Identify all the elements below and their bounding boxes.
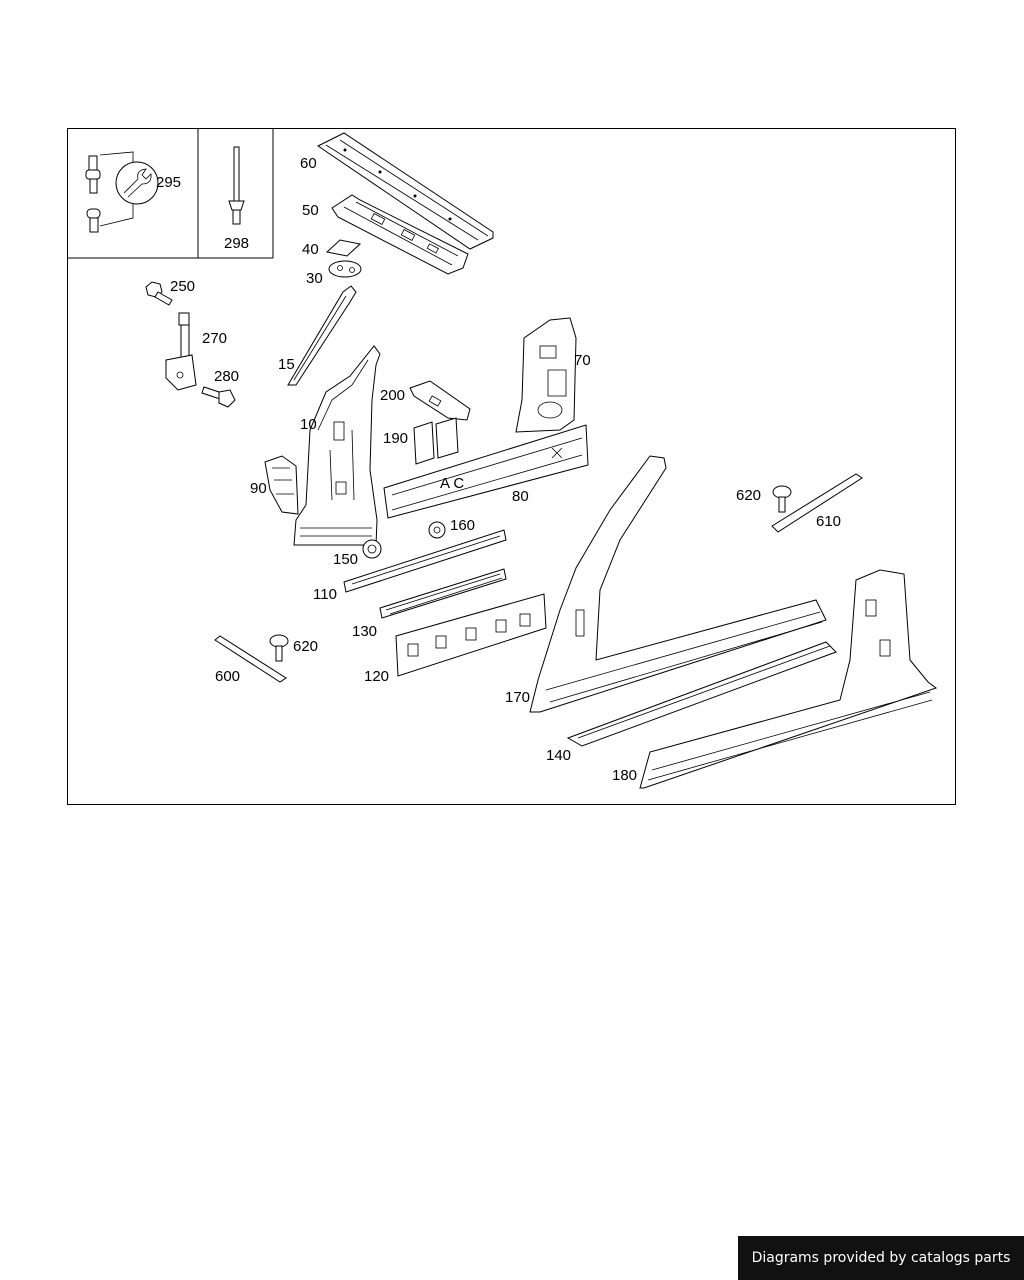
hinge-part	[165, 312, 197, 391]
callout-180: 180	[612, 767, 637, 784]
reinforcement-130-part	[379, 568, 507, 619]
long-bolt-icon	[228, 146, 245, 225]
strip-600-part	[214, 635, 287, 683]
panel-marking: A C	[440, 475, 464, 492]
callout-270: 270	[202, 330, 227, 347]
callout-90: 90	[250, 480, 267, 497]
rocker-inner-panel-part	[383, 424, 589, 519]
grommet-part	[428, 521, 446, 539]
a-pillar-trim-part	[287, 285, 357, 386]
callout-70: 70	[574, 352, 591, 369]
callout-10: 10	[300, 416, 317, 433]
pad-part	[325, 239, 362, 257]
screw-620-right-icon	[772, 485, 792, 513]
roof-frame-part	[317, 132, 494, 250]
plug-part	[362, 539, 382, 559]
callout-150: 150	[333, 551, 358, 568]
inner-sill-part	[395, 593, 547, 677]
outer-side-frame-part	[529, 455, 827, 713]
sill-cover-part	[566, 641, 837, 747]
callout-40: 40	[302, 241, 319, 258]
callout-610: 610	[816, 513, 841, 530]
callout-30: 30	[306, 270, 323, 287]
strip-610-part	[771, 473, 863, 533]
callout-200: 200	[380, 387, 405, 404]
callout-15: 15	[278, 356, 295, 373]
small-panel-part	[413, 417, 459, 465]
callout-280: 280	[214, 368, 239, 385]
callout-298: 298	[224, 235, 249, 252]
callout-620-right: 620	[736, 487, 761, 504]
callout-140: 140	[546, 747, 571, 764]
wrench-symbol-icon	[85, 151, 159, 233]
screw-620-left-icon	[269, 634, 289, 662]
roof-bow-part	[331, 194, 469, 275]
inner-a-pillar-part	[293, 345, 381, 546]
callout-50: 50	[302, 202, 319, 219]
reinforcement-110-part	[343, 529, 507, 593]
outer-rocker-part	[639, 569, 938, 789]
callout-170: 170	[505, 689, 530, 706]
callout-190: 190	[383, 430, 408, 447]
bolt-280-icon	[201, 386, 236, 408]
callout-295: 295	[156, 174, 181, 191]
callout-620-left: 620	[293, 638, 318, 655]
callout-120: 120	[364, 668, 389, 685]
footer-text: Diagrams provided by catalogs parts	[751, 1250, 1011, 1266]
footer-banner: Diagrams provided by catalogs parts	[738, 1236, 1024, 1280]
parts-diagram-frame	[67, 128, 956, 805]
callout-80: 80	[512, 488, 529, 505]
inset-boxes	[67, 129, 274, 259]
callout-110: 110	[313, 586, 337, 603]
wheel-arch-part	[264, 455, 299, 515]
bolt-250-icon	[145, 281, 173, 306]
b-pillar-inner-part	[515, 317, 577, 433]
callout-600: 600	[215, 668, 240, 685]
mount-part	[409, 380, 471, 421]
callout-130: 130	[352, 623, 377, 640]
callout-250: 250	[170, 278, 195, 295]
callout-60: 60	[300, 155, 317, 172]
bracket-part	[328, 260, 362, 278]
callout-160: 160	[450, 517, 475, 534]
